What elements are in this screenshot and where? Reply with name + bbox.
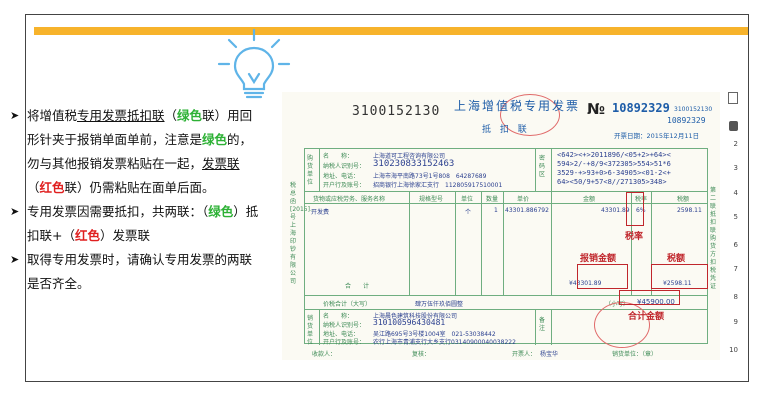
grand-total-words: 肆万伍仟玖佰圆整: [415, 301, 464, 308]
cipher-line: <642><+>2011896/<05+2>+64><: [557, 151, 671, 159]
tax-annotation: 税额: [667, 254, 686, 264]
cipher-line: 64><50/9+57<8//271305>348>: [557, 178, 667, 186]
seller-tax-id: 310100596430481: [373, 318, 446, 327]
arrow-icon: ➤: [10, 109, 20, 122]
invoice-title: 上海增值税专用发票: [454, 99, 581, 113]
buyer-section-label: 购货单位: [307, 155, 314, 186]
invoice-number: 10892329: [612, 101, 670, 115]
arrow-icon: ➤: [10, 205, 20, 218]
seller-seal-stamp: [594, 302, 650, 348]
cipher-line: 3529-+>93+0>6-34905><01-2<+: [557, 169, 671, 177]
tax-highlight: [651, 264, 708, 289]
item-rate: 6%: [636, 207, 646, 214]
item-tax: 2598.11: [677, 207, 702, 214]
seller-name: 上海晨色建筑科技股份有限公司: [373, 313, 458, 320]
accent-bar: [34, 27, 748, 35]
item-price: 43301.886792: [505, 207, 549, 214]
bullet-list: ➤ 将增值税专用发票抵扣联（绿色联）用回形针夹于报销单面单前，注意是绿色的，勿与…: [10, 104, 260, 296]
total-tax: ¥2598.11: [663, 280, 692, 287]
binder-icon: [729, 121, 738, 131]
invoice-copy-label: 抵 扣 联: [482, 125, 530, 135]
buyer-bank: 招商银行上海徐家汇支行 112805917510001: [373, 182, 503, 189]
deduction-copy-term: 专用发票抵扣联: [77, 108, 165, 123]
tax-rate-highlight: [626, 192, 644, 226]
cipher-line: 594>2/-+8/9<372305>554>51*6: [557, 160, 671, 168]
buyer-tax-id: 310230833152463: [373, 159, 455, 169]
invoice-number-print: 10892329: [667, 116, 706, 125]
vat-invoice-image: 3100152130 上海增值税专用发票 抵 扣 联 № 10892329 31…: [282, 92, 720, 360]
item-unit: 个: [465, 209, 472, 216]
total-highlight: [619, 290, 680, 305]
edge-ruler: 2 3 4 5 6 7 8 9 10: [729, 140, 738, 354]
arrow-icon: ➤: [10, 253, 20, 266]
item-name: 开发费: [311, 209, 330, 216]
item-qty: 1: [494, 207, 498, 214]
invoice-code: 3100152130: [352, 104, 441, 119]
invoice-table: 购货单位 名 称： 上海道可工程咨询有限公司 纳税人识别号： 310230833…: [304, 148, 708, 346]
bullet-2: ➤ 专用发票因需要抵扣，共两联：（绿色）抵扣联+（红色）发票联: [10, 200, 260, 248]
seller-address: 吴江路695号3号楼1004室 021-53038442: [373, 331, 496, 338]
total-amount: ¥43301.89: [569, 280, 602, 287]
issuer-name: 杨宝华: [540, 351, 559, 358]
buyer-address: 上海市海平南路73号1号808 64287689: [373, 173, 487, 180]
amount-highlight: [577, 264, 628, 289]
invoice-date: 开票日期：2015年12月11日: [614, 132, 700, 140]
invoice-number-code: 3100152130: [674, 106, 713, 113]
seller-section-label: 销货单位: [307, 315, 314, 346]
bullet-1: ➤ 将增值税专用发票抵扣联（绿色联）用回形针夹于报销单面单前，注意是绿色的，勿与…: [10, 104, 260, 200]
item-amount: 43301.89: [601, 207, 630, 214]
tax-rate-annotation: 税率: [625, 232, 644, 242]
amount-annotation: 报销金额: [580, 254, 617, 264]
invoice-side-text-right: 第二联抵扣联购货方扣税凭证: [710, 187, 717, 290]
invoice-copy-term: 发票联: [202, 156, 240, 171]
lightbulb-icon: [217, 28, 291, 99]
invoice-number-label: №: [587, 100, 606, 118]
buyer-name: 上海道可工程咨询有限公司: [373, 153, 446, 160]
grand-total: ¥45900.00: [637, 298, 675, 306]
total-annotation: 合计金额: [628, 312, 665, 322]
invoice-side-text-left: 税总函[2015]..号上海印钞有限公司: [290, 182, 314, 285]
page-icon: [728, 92, 738, 104]
bullet-3: ➤ 取得专用发票时，请确认专用发票的两联是否齐全。: [10, 248, 260, 296]
seal-stamp: [500, 94, 560, 136]
seller-bank: 农行上海市青浦支行大乡支行03140900040038222: [373, 339, 516, 346]
